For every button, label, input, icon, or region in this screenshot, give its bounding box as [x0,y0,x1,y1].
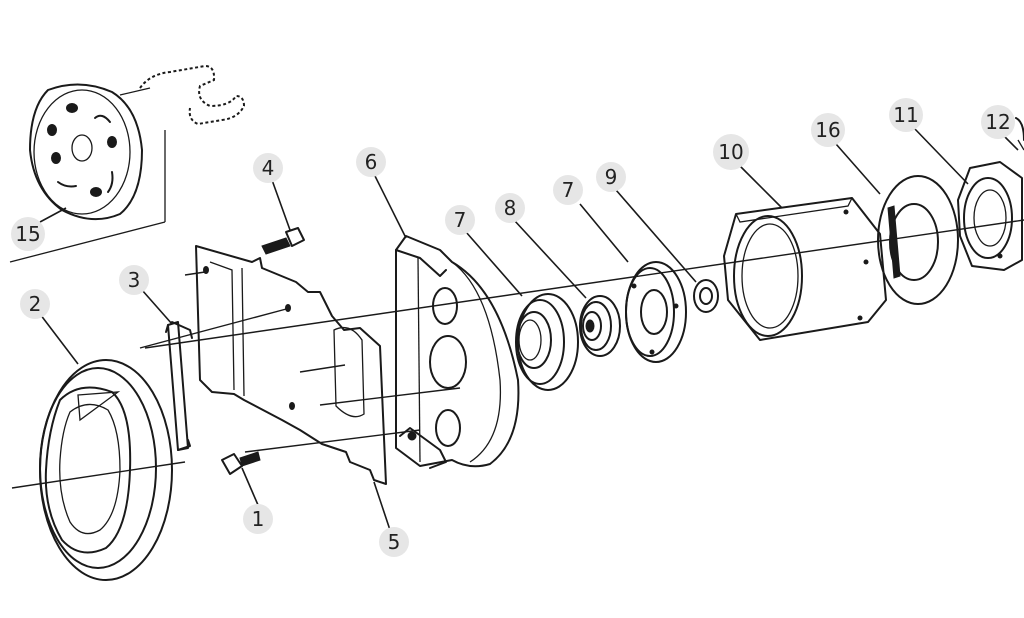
svg-text:11: 11 [893,103,918,127]
svg-text:5: 5 [388,530,401,554]
svg-text:1: 1 [252,507,265,531]
callout-10: 10 [713,134,749,170]
part-15-flange-plate [9,64,246,263]
svg-text:10: 10 [718,140,743,164]
callout-2: 2 [20,289,50,319]
part-11-end-cap [957,161,1023,271]
callout-16: 16 [811,113,845,147]
callout-1: 1 [243,504,273,534]
callout-15: 15 [11,217,45,251]
leader-lines [39,127,1019,531]
callout-6: 6 [356,147,386,177]
part-9-washer [693,279,719,313]
part-7-bearing-seat-b [625,261,687,363]
svg-text:7: 7 [562,178,575,202]
callout-3: 3 [119,265,149,295]
svg-text:2: 2 [29,292,42,316]
svg-text:9: 9 [605,165,618,189]
svg-text:8: 8 [504,196,517,220]
callout-5: 5 [379,527,409,557]
part-12-edge-ring [1015,117,1024,151]
callout-7-second: 7 [553,175,583,205]
callout-12: 12 [981,105,1015,139]
svg-text:7: 7 [454,208,467,232]
part-4-bolt [261,227,305,255]
callout-9: 9 [596,162,626,192]
part-2-pulley [39,359,173,581]
part-8-bearing [579,295,621,357]
part-1-bolt [221,451,261,475]
callout-4: 4 [253,153,283,183]
callout-7-first: 7 [445,205,475,235]
svg-text:15: 15 [15,222,40,246]
callout-11: 11 [889,98,923,132]
part-3-clip [165,321,193,451]
svg-text:16: 16 [815,118,840,142]
part-10-housing [723,197,887,341]
svg-text:4: 4 [262,156,275,180]
callout-8: 8 [495,193,525,223]
part-16-gasket [877,175,959,305]
svg-text:12: 12 [985,110,1010,134]
svg-text:3: 3 [128,268,141,292]
svg-text:6: 6 [365,150,378,174]
part-7-bearing-seat-a [515,293,579,391]
part-5-bracket [195,245,387,485]
part-6-back-plate [395,235,520,469]
